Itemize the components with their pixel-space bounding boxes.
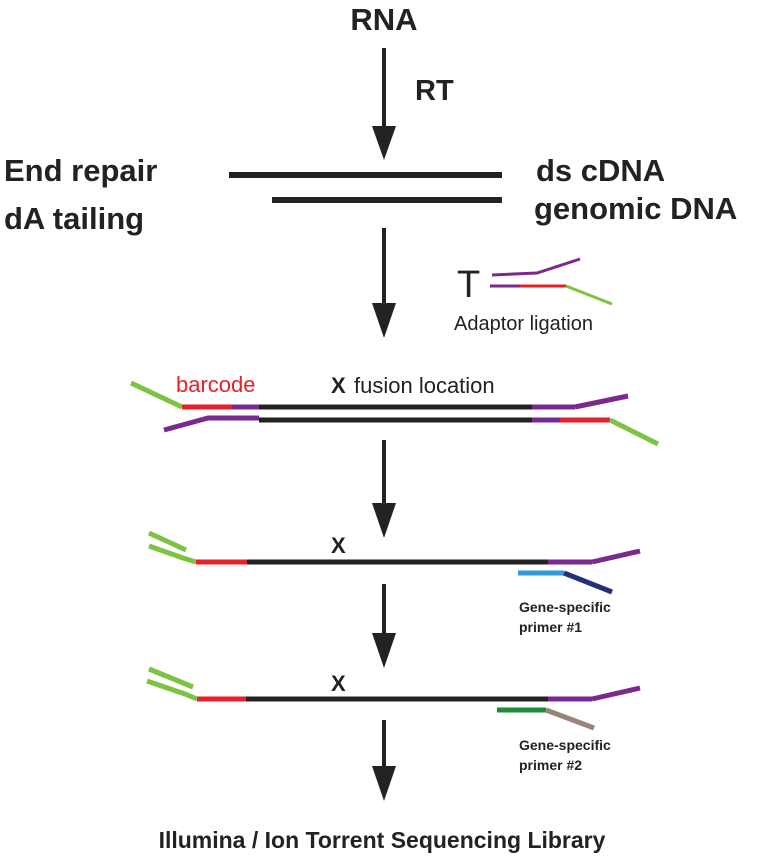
gsp1-label-line1: Gene-specific <box>519 599 611 615</box>
pcr-product-2 <box>146 666 641 702</box>
final-library-label: Illumina / Ion Torrent Sequencing Librar… <box>159 827 606 853</box>
arrow-step4 <box>372 584 396 668</box>
barcode-label: barcode <box>176 372 256 397</box>
gsp1-label-line2: primer #1 <box>519 619 582 635</box>
arrow-ligation <box>372 228 396 338</box>
gene-specific-primer-1 <box>518 570 613 595</box>
arrow-final <box>372 720 396 801</box>
fusion-marker-step3: X <box>331 533 346 558</box>
fusion-marker: X <box>331 373 346 398</box>
pcr-product-1 <box>147 530 641 565</box>
rna-label: RNA <box>350 2 417 37</box>
t-overhang-label: T <box>457 264 480 306</box>
adaptor-icon <box>490 257 613 306</box>
fusion-location-label: fusion location <box>354 373 495 398</box>
end-repair-label: End repair <box>4 153 157 188</box>
arrow-rt <box>372 48 396 160</box>
arrow-step3 <box>372 440 396 538</box>
ds-cdna-label: ds cDNA <box>536 153 665 188</box>
rt-label: RT <box>415 75 454 107</box>
gsp2-label-line1: Gene-specific <box>519 737 611 753</box>
gene-specific-primer-2 <box>497 707 595 731</box>
da-tailing-label: dA tailing <box>4 201 144 236</box>
fusion-marker-step4: X <box>331 671 346 696</box>
adaptor-ligation-label: Adaptor ligation <box>454 313 593 335</box>
genomic-dna-label: genomic DNA <box>534 191 737 226</box>
gsp2-label-line2: primer #2 <box>519 757 582 773</box>
ligated-product <box>129 380 660 447</box>
